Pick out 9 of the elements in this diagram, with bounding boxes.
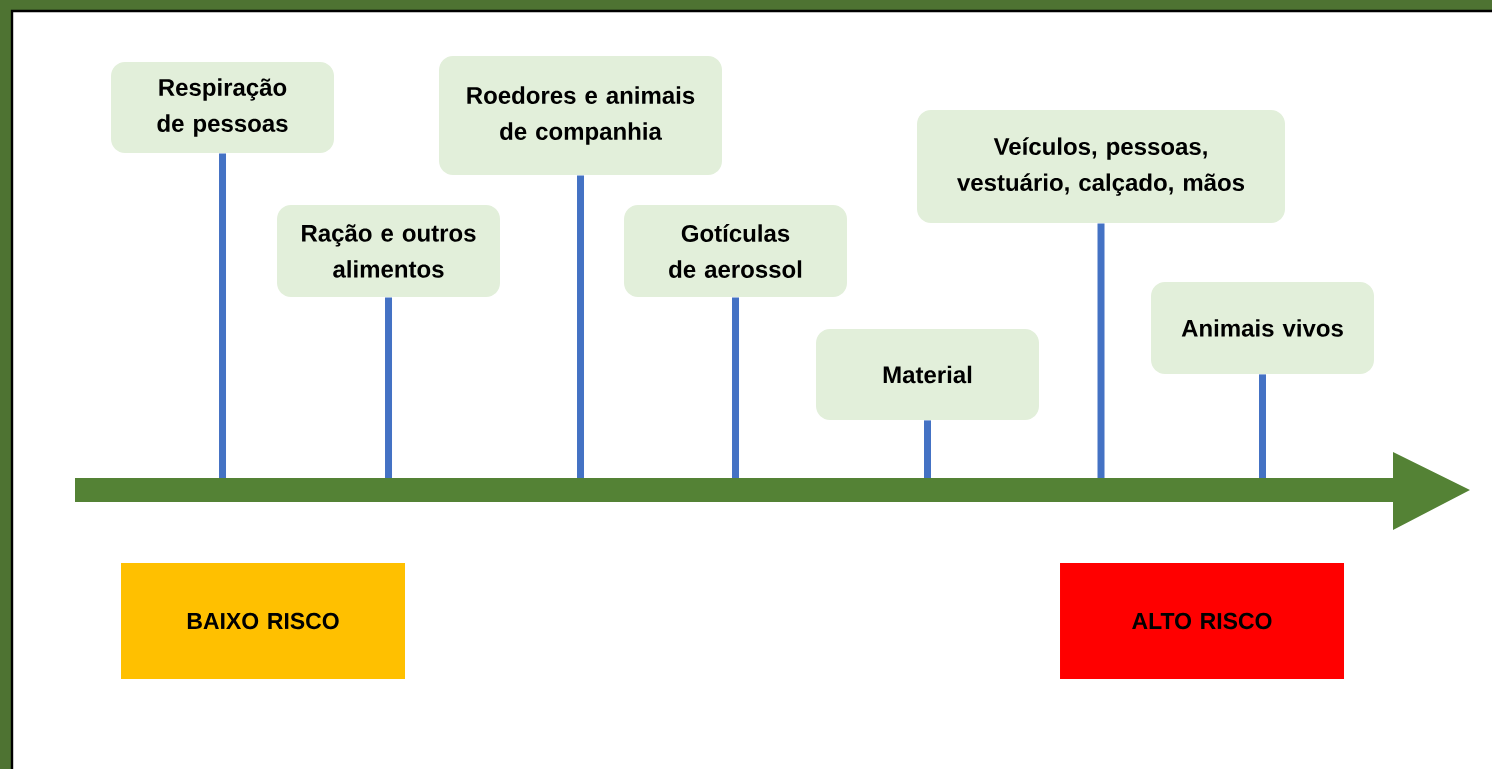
label-box: Roedores e animais de companhia [439, 56, 722, 175]
risk-box: BAIXO RISCO [121, 563, 405, 679]
risk-box: ALTO RISCO [1060, 563, 1344, 679]
label-box: Gotículas de aerossol [624, 205, 847, 297]
label-box: Ração e outros alimentos [277, 205, 500, 297]
label-box: Animais vivos [1151, 282, 1374, 374]
label-box: Veículos, pessoas, vestuário, calçado, mãos [917, 110, 1285, 223]
label-box: Respiração de pessoas [111, 62, 334, 153]
label-box: Material [816, 329, 1039, 420]
